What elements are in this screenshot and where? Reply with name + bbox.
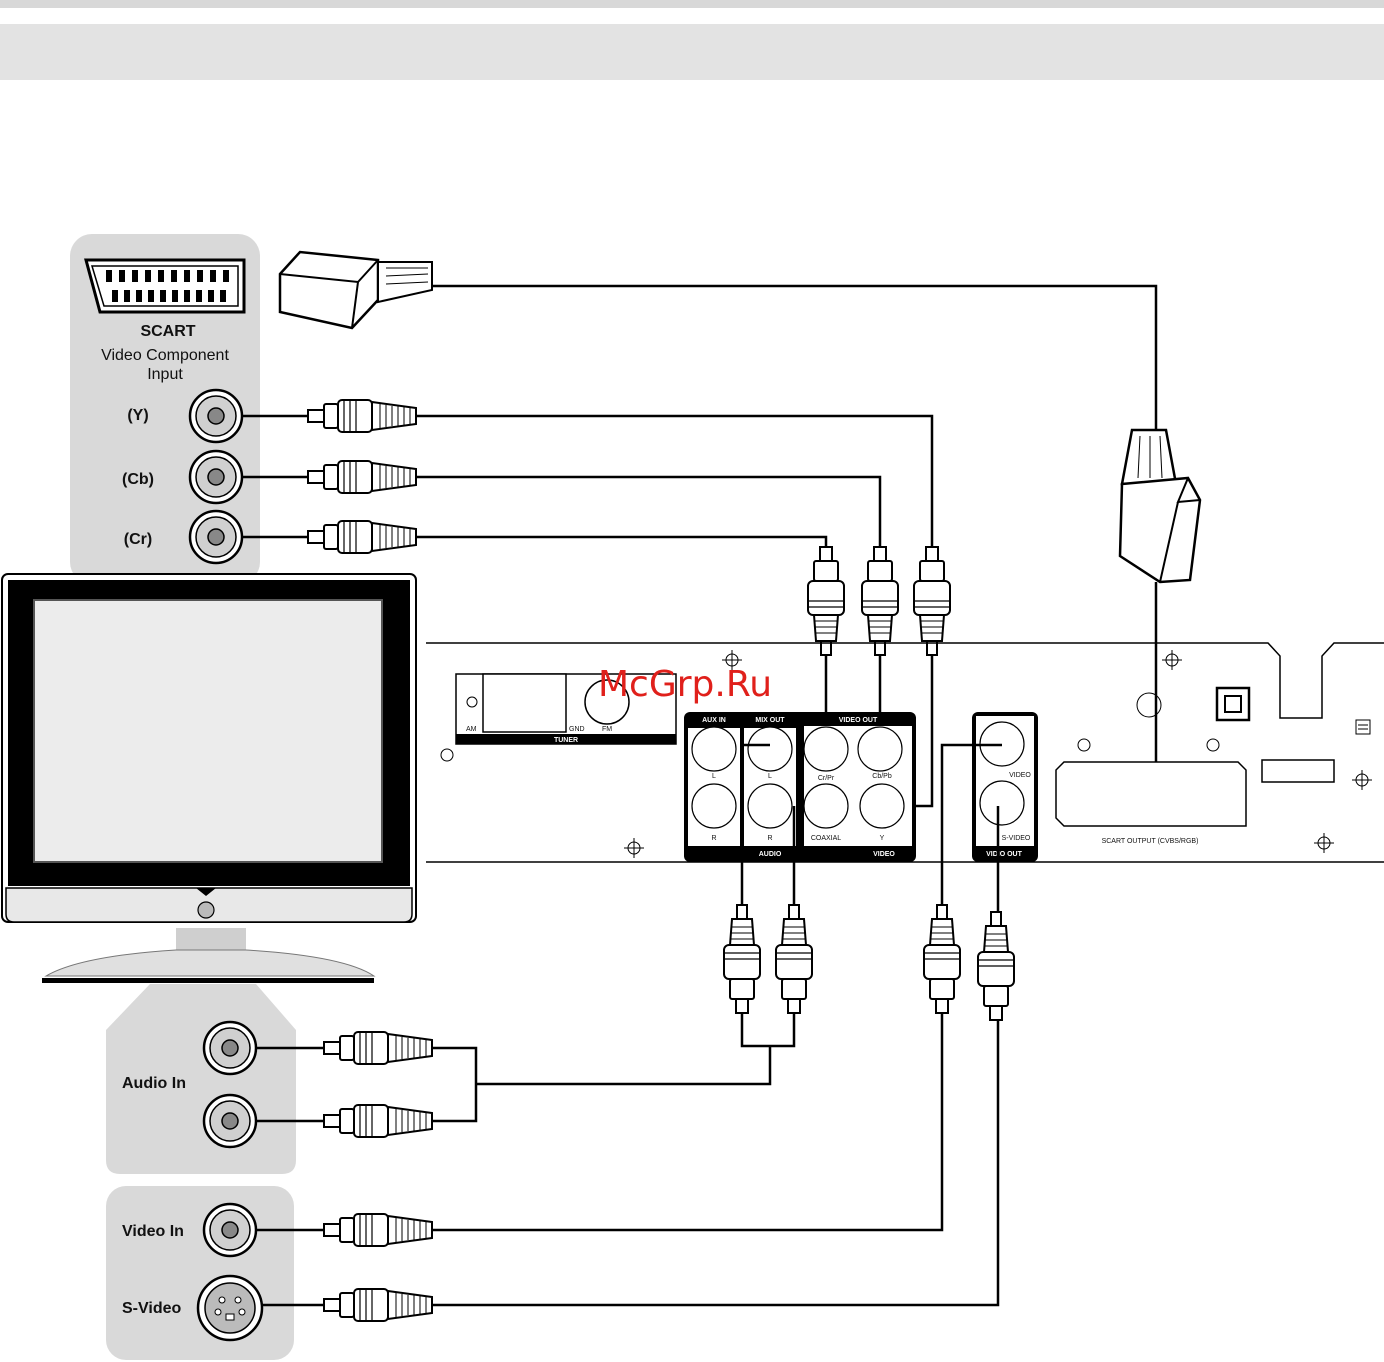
mix-out-label: MIX OUT (755, 717, 785, 724)
scart-pin (132, 270, 138, 282)
top-strip (0, 0, 1384, 8)
audio-r-tv-plug-icon (323, 1104, 433, 1138)
tuner-am-label: AM (466, 726, 477, 733)
scart-pin (196, 290, 202, 302)
video-jack-label: VIDEO (1009, 772, 1031, 779)
scart-plug-right-icon (1118, 428, 1202, 584)
scart-pin (136, 290, 142, 302)
svideo-label: S-Video (122, 1300, 182, 1317)
cr-pr-label: Cr/Pr (818, 775, 835, 782)
cr-jack-icon (188, 509, 244, 565)
scart-pin (220, 290, 226, 302)
aux-in-label: AUX IN (702, 717, 726, 724)
scart-pin (223, 270, 229, 282)
audio-l-plug-icon (723, 904, 761, 1014)
header-band (0, 24, 1384, 80)
tuner-fm-label: FM (602, 726, 612, 733)
mix-l-label: L (768, 773, 772, 780)
scart-pin (124, 290, 130, 302)
svideo-plug-icon (977, 911, 1015, 1021)
scart-label: SCART (140, 323, 195, 340)
scart-pin (119, 270, 125, 282)
scart-pin (172, 290, 178, 302)
video-plug-icon (923, 904, 961, 1014)
scart-pin (158, 270, 164, 282)
scart-pin (145, 270, 151, 282)
audio-r-plug-icon (775, 904, 813, 1014)
scart-output-label: SCART OUTPUT (CVBS/RGB) (1102, 838, 1199, 845)
video-out-top-label: VIDEO OUT (839, 717, 878, 724)
scart-pin (184, 270, 190, 282)
watermark: McGrp.Ru (598, 664, 772, 705)
audio-title: AUDIO (759, 851, 782, 858)
scart-pin (160, 290, 166, 302)
y-jack-icon (188, 388, 244, 444)
scart-pin (148, 290, 154, 302)
scart-pin (184, 290, 190, 302)
cb-pb-label: Cb/Pb (872, 773, 892, 780)
tuner-title: TUNER (554, 737, 578, 744)
svideo-jack-label: S-VIDEO (1002, 835, 1031, 842)
scart-pin (106, 270, 112, 282)
y-out-label: Y (880, 835, 885, 842)
video-tv-plug-icon (323, 1213, 433, 1247)
tv-monitor-icon (1, 573, 417, 983)
y-plug-vertical-icon (913, 546, 951, 656)
y-plug-icon (307, 399, 417, 433)
coaxial-label-2: COAXIAL (811, 835, 841, 842)
cr-plug-icon (307, 520, 417, 554)
video-title: VIDEO (873, 851, 895, 858)
scart-pin (208, 290, 214, 302)
tv-video-panel: Video In S-Video (106, 1186, 294, 1360)
video-in-jack-icon (202, 1202, 258, 1258)
aux-r-label: R (711, 835, 716, 842)
scart-pin (197, 270, 203, 282)
cb-plug-icon (307, 460, 417, 494)
aux-l-label: L (712, 773, 716, 780)
cb-jack-icon (188, 449, 244, 505)
cr-input-label: (Cr) (124, 531, 152, 548)
cr-plug-vertical-icon (807, 546, 845, 656)
scart-pin (210, 270, 216, 282)
video-out-title: VIDIO OUT (986, 851, 1023, 858)
cb-plug-vertical-icon (861, 546, 899, 656)
scart-pin (112, 290, 118, 302)
audio-l-tv-plug-icon (323, 1031, 433, 1065)
video-in-label: Video In (122, 1223, 184, 1240)
rear-panel: AM GND FM TUNER AUX IN MIX OUT AUDIO L R… (426, 642, 1384, 863)
audio-r-jack-icon (202, 1093, 258, 1149)
tv-audio-panel: Audio In (106, 984, 296, 1174)
audio-l-jack-icon (202, 1020, 258, 1076)
svideo-jack-icon (196, 1274, 264, 1342)
mix-r-label: R (767, 835, 772, 842)
scart-plug-left-icon (278, 250, 433, 330)
tuner-gnd-label: GND (569, 726, 585, 733)
svideo-tv-plug-icon (323, 1288, 433, 1322)
tv-top-panel: SCART Video Component Input (Y) (Cb) (Cr… (70, 234, 260, 584)
cb-input-label: (Cb) (122, 471, 154, 488)
component-title-line1: Video Component (101, 347, 229, 364)
scart-pin (171, 270, 177, 282)
audio-in-label: Audio In (122, 1075, 186, 1092)
y-input-label: (Y) (127, 407, 148, 424)
scart-socket-icon (84, 258, 246, 314)
component-title-line2: Input (147, 366, 183, 383)
